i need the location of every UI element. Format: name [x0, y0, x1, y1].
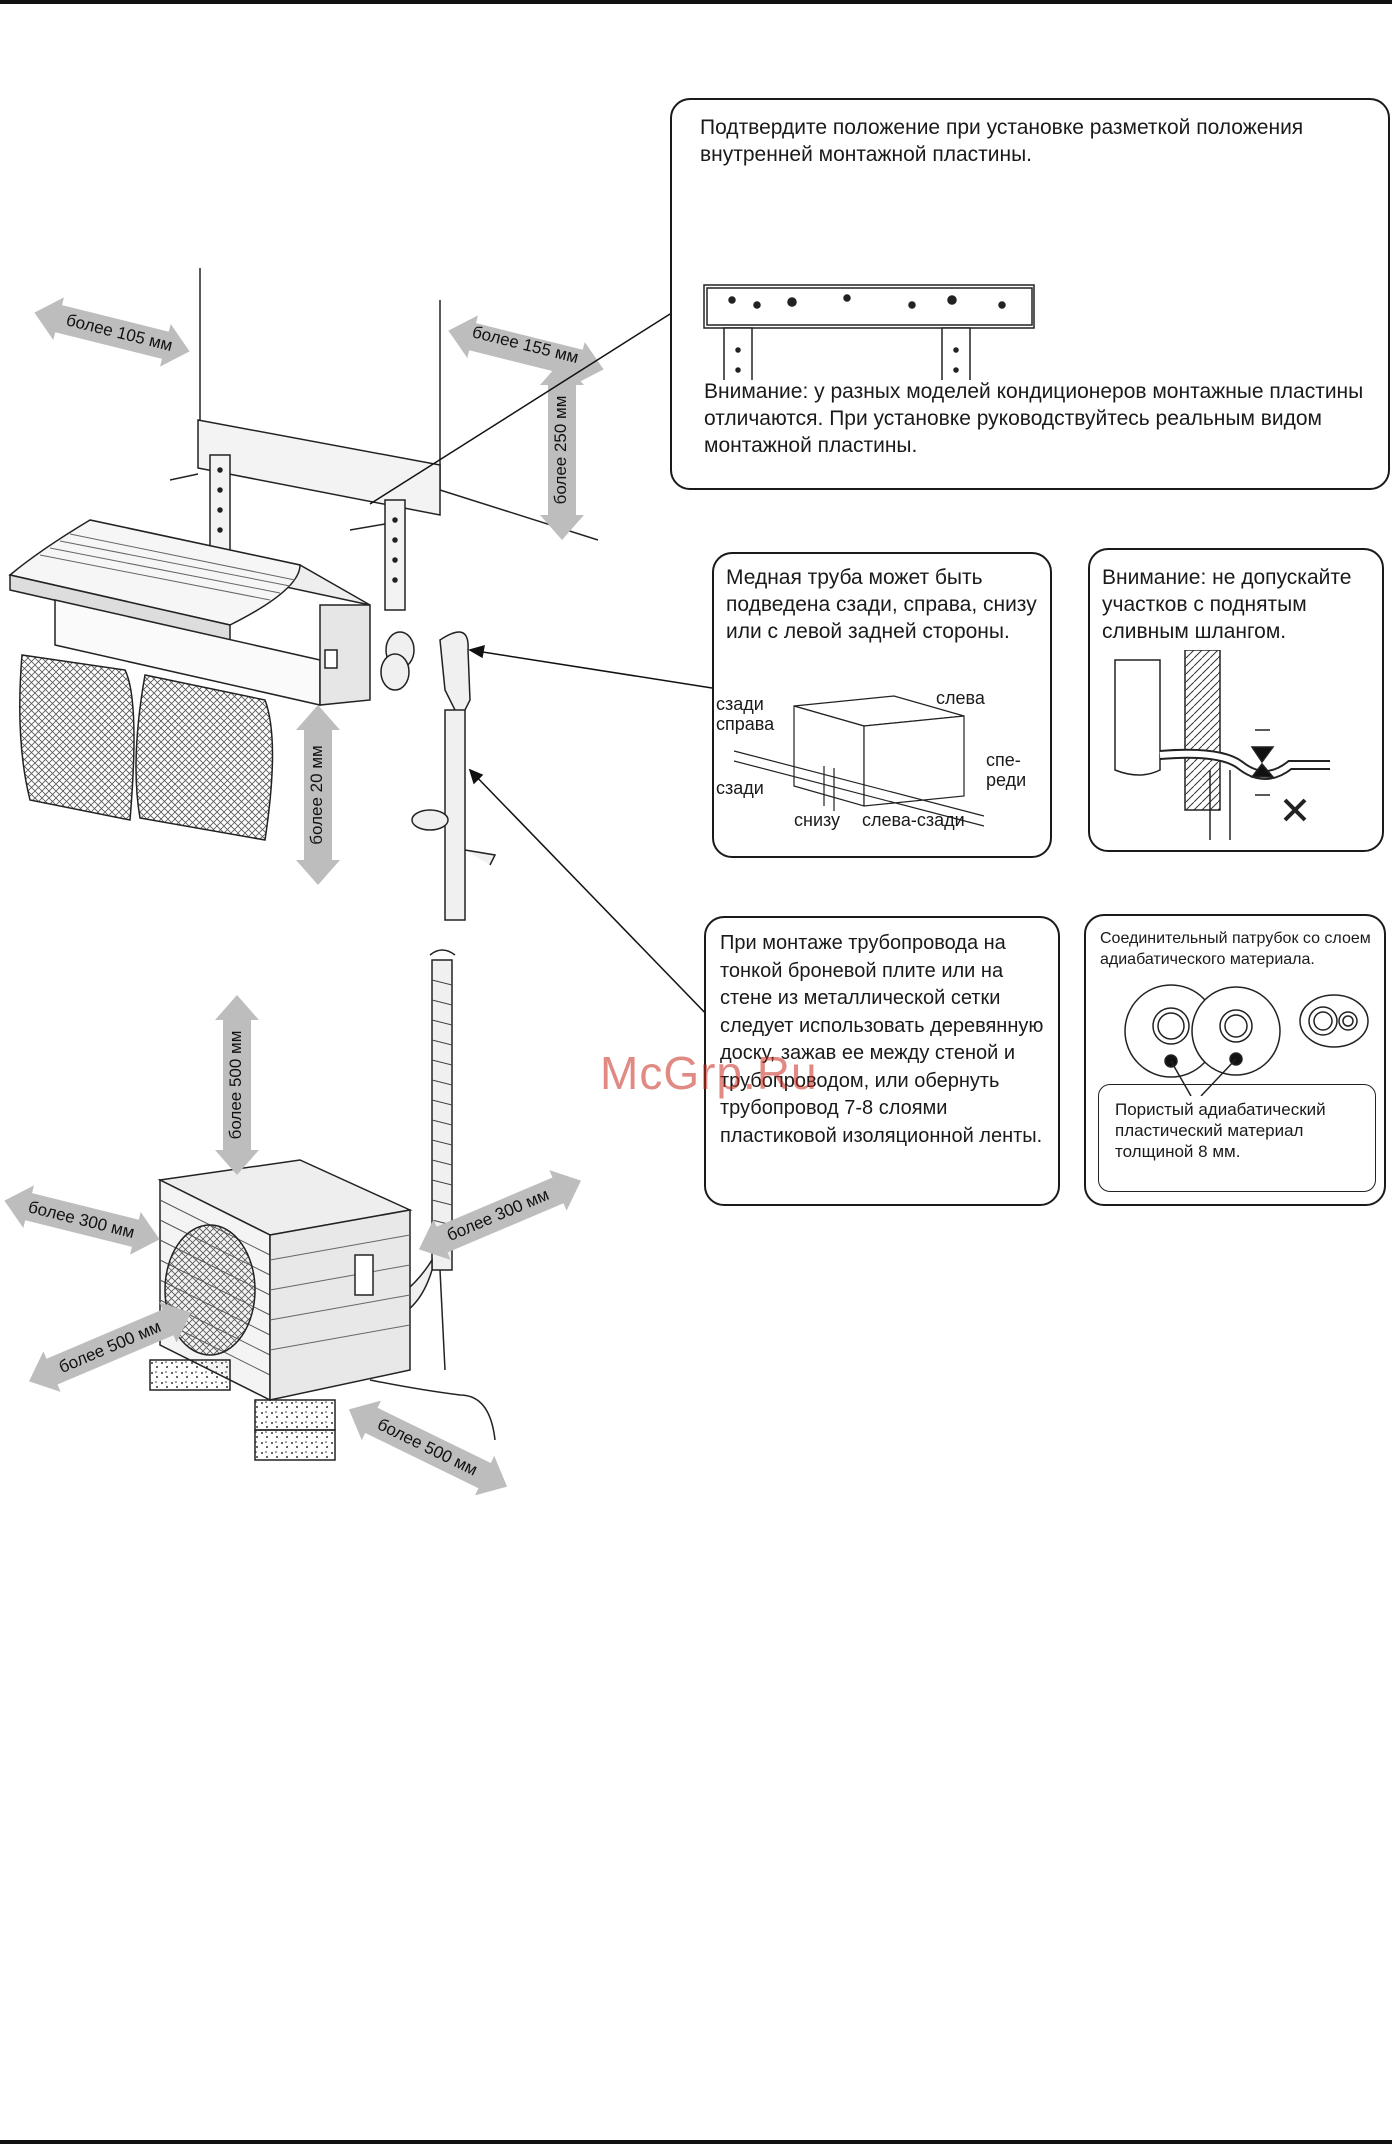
bottom-rule [0, 2140, 1392, 2144]
pipe-mounting-box: При монтаже трубопровода на тонкой броне… [704, 916, 1060, 1206]
mounting-plate-box: Подтвердите положение при установке разм… [670, 98, 1390, 490]
drain-hose-diagram [1114, 650, 1330, 840]
fitting-diagram [1124, 984, 1369, 1096]
clearance-indoor-left: более 105 мм [64, 310, 174, 355]
top-rule [0, 0, 1392, 4]
fitting-note-frame: Пористый адиабатический пластический мат… [1098, 1084, 1376, 1192]
outdoor-unit-illustration [149, 1159, 496, 1461]
leader-lines [369, 313, 713, 1021]
indoor-unit-illustration [8, 519, 371, 706]
filters-illustration [19, 654, 274, 841]
label-back: сзади [716, 778, 764, 798]
mounting-plate-intro: Подтвердите положение при установке разм… [700, 116, 1304, 166]
label-front: спе- реди [986, 750, 1027, 790]
drain-hose-text: Внимание: не допускайте участков с подня… [1102, 566, 1352, 643]
fitting-note: Пористый адиабатический пластический мат… [1115, 1100, 1326, 1161]
label-bottom: снизу [794, 810, 841, 830]
clearance-outdoor-front: более 500 мм [56, 1317, 164, 1377]
clearance-outdoor-left: более 300 мм [26, 1197, 136, 1242]
clearance-indoor-top: более 250 мм [551, 396, 570, 505]
copper-pipe-text: Медная труба может быть подведена сзади,… [726, 566, 1037, 643]
fitting-box: Соединительный патрубок со слоем адиабат… [1084, 914, 1386, 1206]
mounting-plate-warning: Внимание: у разных моделей кондиционеров… [704, 380, 1364, 457]
watermark: McGrp.Ru [600, 1047, 818, 1099]
mounting-plate-illustration [169, 419, 441, 611]
clearance-outdoor-back: более 500 мм [374, 1415, 480, 1480]
clearance-arrows [4, 297, 604, 1496]
label-back-right: сзади справа [716, 694, 775, 734]
mounting-plate-diagram [703, 284, 1035, 380]
clearance-outdoor-top: более 500 мм [226, 1031, 245, 1140]
fitting-title: Соединительный патрубок со слоем адиабат… [1100, 930, 1371, 968]
label-left-back: слева-сзади [862, 810, 965, 830]
copper-pipe-box: Медная труба может быть подведена сзади,… [712, 552, 1052, 858]
label-left: слева [936, 688, 985, 708]
drain-hose-box: Внимание: не допускайте участков с подня… [1088, 548, 1384, 852]
pipe-mounting-text: При монтаже трубопровода на тонкой броне… [720, 932, 1044, 1147]
clearance-indoor-bottom: более 20 мм [307, 745, 326, 844]
pipe-directions-diagram [733, 695, 985, 827]
